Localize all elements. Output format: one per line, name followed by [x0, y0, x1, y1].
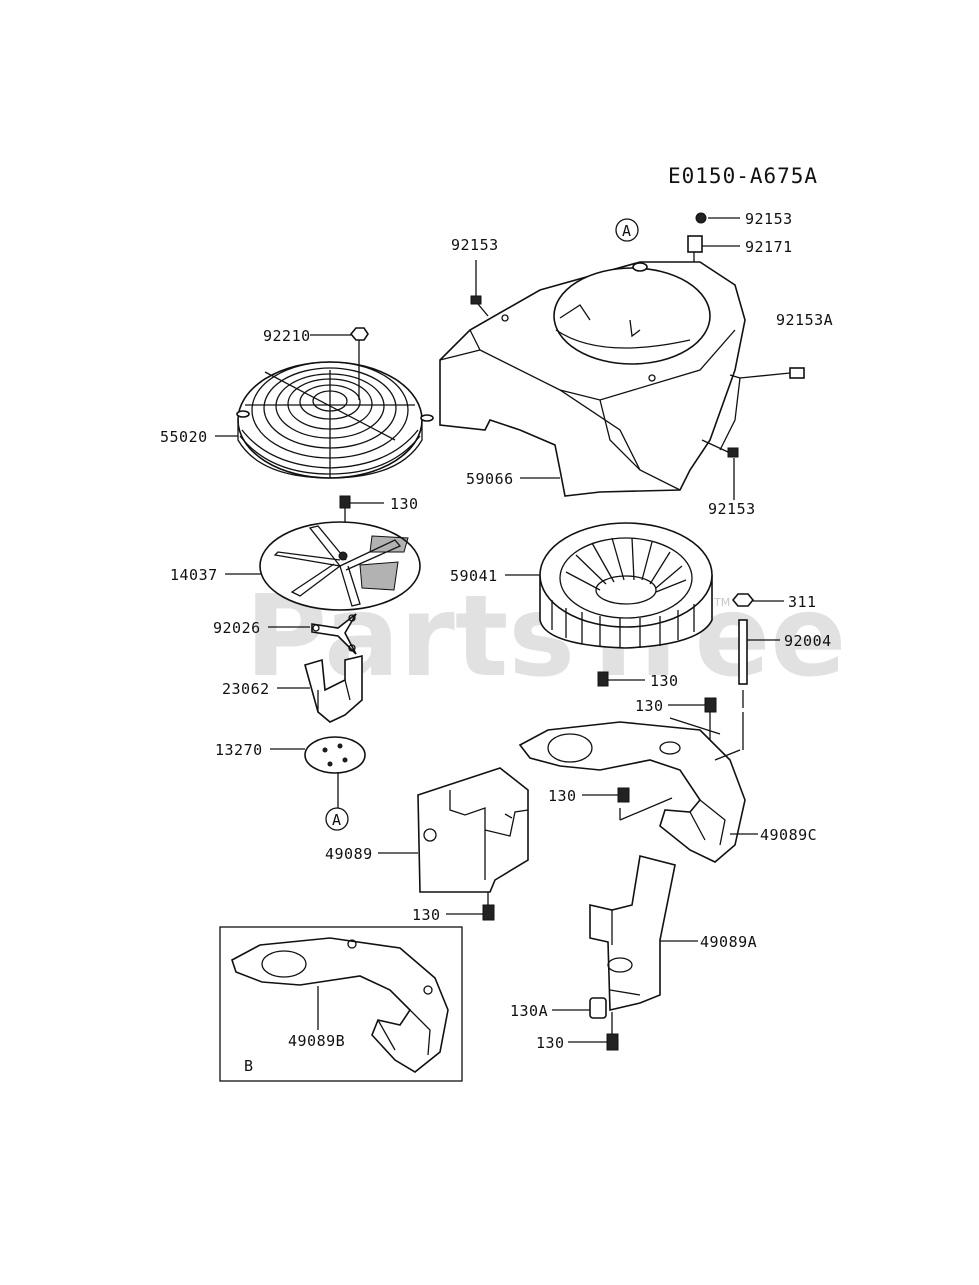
spacer-92026[interactable]: [311, 613, 357, 655]
nut-311[interactable]: [731, 593, 784, 607]
label-311: 311: [788, 593, 817, 611]
shroud-49089A[interactable]: [589, 855, 676, 1012]
label-49089: 49089: [325, 845, 373, 863]
fan-59041[interactable]: [539, 522, 713, 649]
label-92171: 92171: [745, 238, 793, 256]
label-92026: 92026: [213, 619, 261, 637]
bolt-92153A[interactable]: [739, 367, 805, 379]
plate-mesh: [359, 535, 409, 591]
label-130A: 130A: [510, 1002, 548, 1020]
label-130-c: 130: [635, 697, 664, 715]
ref-mark-a-bottom: A: [325, 807, 349, 831]
grommet-130A[interactable]: [552, 997, 607, 1019]
label-92004: 92004: [784, 632, 832, 650]
label-92153-top: 92153: [745, 210, 793, 228]
bolt-130-b[interactable]: [597, 671, 645, 687]
label-13270: 13270: [215, 741, 263, 759]
watermark-tm: TM: [713, 596, 730, 609]
label-130-b: 130: [650, 672, 679, 690]
bracket-23062[interactable]: [304, 654, 363, 723]
plate-14037[interactable]: [259, 521, 421, 611]
diagram-code: E0150-A675A: [668, 164, 818, 188]
plate-13270[interactable]: [304, 736, 366, 808]
label-55020: 55020: [160, 428, 208, 446]
bolt-130-e[interactable]: [446, 892, 495, 921]
detail-box-b: B: [219, 926, 463, 1082]
box-b-label: B: [244, 1057, 254, 1075]
nut-92210[interactable]: [310, 327, 369, 400]
label-92153-left: 92153: [451, 236, 499, 254]
label-23062: 23062: [222, 680, 270, 698]
svg-text:A: A: [332, 811, 342, 829]
bolt-92153-top[interactable]: [695, 212, 740, 224]
label-92210: 92210: [263, 327, 311, 345]
shroud-49089[interactable]: [417, 767, 529, 893]
label-92153-right: 92153: [708, 500, 756, 518]
label-49089C: 49089C: [760, 826, 817, 844]
bolt-92153-right[interactable]: [701, 439, 739, 500]
bolt-130-d[interactable]: [582, 787, 630, 803]
label-130-a: 130: [390, 495, 419, 513]
label-92153A: 92153A: [776, 311, 833, 329]
label-130-d: 130: [548, 787, 577, 805]
bolt-92153-left[interactable]: [470, 260, 489, 317]
svg-text:A: A: [622, 222, 632, 240]
label-59066: 59066: [466, 470, 514, 488]
baffle-49089C[interactable]: [518, 721, 746, 863]
label-130-e: 130: [412, 906, 441, 924]
ref-mark-a-top: A: [615, 218, 639, 242]
clip-92171[interactable]: [687, 235, 740, 262]
bolt-130-f[interactable]: [568, 1012, 619, 1051]
dash-leader-1: [669, 717, 721, 735]
label-49089B: 49089B: [288, 1032, 345, 1050]
dash-leader-4: [714, 749, 741, 761]
label-14037: 14037: [170, 566, 218, 584]
label-59041: 59041: [450, 567, 498, 585]
label-130-f: 130: [536, 1034, 565, 1052]
label-49089A: 49089A: [700, 933, 757, 951]
stud-92004[interactable]: [738, 619, 780, 750]
dash-leader-3: [619, 797, 673, 821]
blower-housing-59066[interactable]: [439, 261, 746, 497]
screen-55020[interactable]: [236, 361, 434, 479]
baffle-49089B[interactable]: [231, 937, 449, 1073]
